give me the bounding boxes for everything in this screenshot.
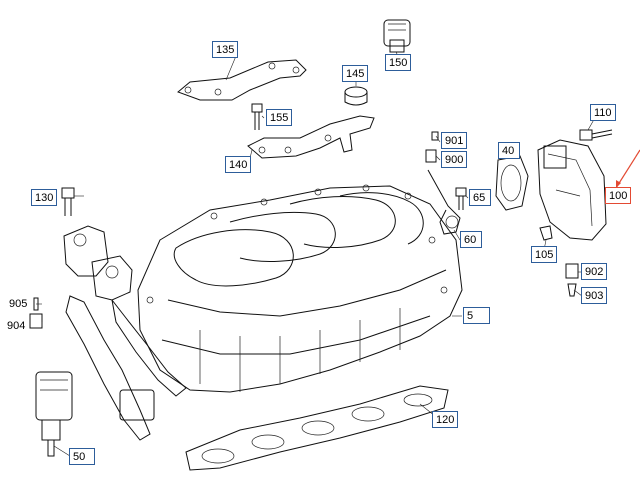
gasket-part-40 bbox=[495, 155, 529, 211]
sensor-part-904 bbox=[29, 297, 43, 329]
callout-155[interactable]: 155 bbox=[266, 109, 293, 126]
callout-120[interactable]: 120 bbox=[432, 411, 459, 428]
callout-100[interactable]: 100 bbox=[605, 187, 632, 204]
callout-140[interactable]: 140 bbox=[225, 156, 252, 173]
callout-110[interactable]: 110 bbox=[590, 104, 616, 121]
bracket-part-135 bbox=[177, 59, 307, 101]
actuator-assembly bbox=[63, 225, 187, 441]
callout-40[interactable]: 40 bbox=[498, 142, 520, 159]
callout-903[interactable]: 903 bbox=[581, 287, 608, 304]
bracket-part-140 bbox=[247, 115, 375, 159]
callout-905[interactable]: 905 bbox=[9, 298, 28, 310]
callout-901[interactable]: 901 bbox=[441, 132, 468, 149]
callout-105[interactable]: 105 bbox=[531, 246, 558, 263]
sensor-part-902 bbox=[565, 263, 579, 297]
sensor-part-60 bbox=[427, 169, 461, 235]
plug-part-145 bbox=[344, 86, 368, 106]
sensor-part-150 bbox=[383, 19, 411, 53]
callout-130[interactable]: 130 bbox=[31, 189, 58, 206]
intake-manifold-part-5 bbox=[137, 184, 463, 393]
callout-150[interactable]: 150 bbox=[385, 54, 412, 71]
bolt-part-65 bbox=[455, 187, 467, 210]
bolt-part-130 bbox=[61, 187, 75, 216]
bolt-part-155 bbox=[251, 103, 263, 130]
clip-part-105 bbox=[539, 225, 553, 241]
callout-5[interactable]: 5 bbox=[463, 307, 490, 324]
callout-65[interactable]: 65 bbox=[469, 189, 491, 206]
gasket-part-120 bbox=[185, 385, 449, 471]
callout-902[interactable]: 902 bbox=[581, 263, 608, 280]
throttle-body-part-100 bbox=[537, 139, 607, 241]
callout-135[interactable]: 135 bbox=[212, 41, 239, 58]
callout-50[interactable]: 50 bbox=[69, 448, 95, 465]
callout-904[interactable]: 904 bbox=[7, 320, 26, 332]
callout-900[interactable]: 900 bbox=[441, 151, 468, 168]
valve-part-50 bbox=[35, 371, 73, 457]
callout-60[interactable]: 60 bbox=[460, 231, 482, 248]
pointer-arrow bbox=[615, 149, 640, 189]
callout-145[interactable]: 145 bbox=[342, 65, 369, 82]
bolt-part-110 bbox=[579, 129, 613, 141]
